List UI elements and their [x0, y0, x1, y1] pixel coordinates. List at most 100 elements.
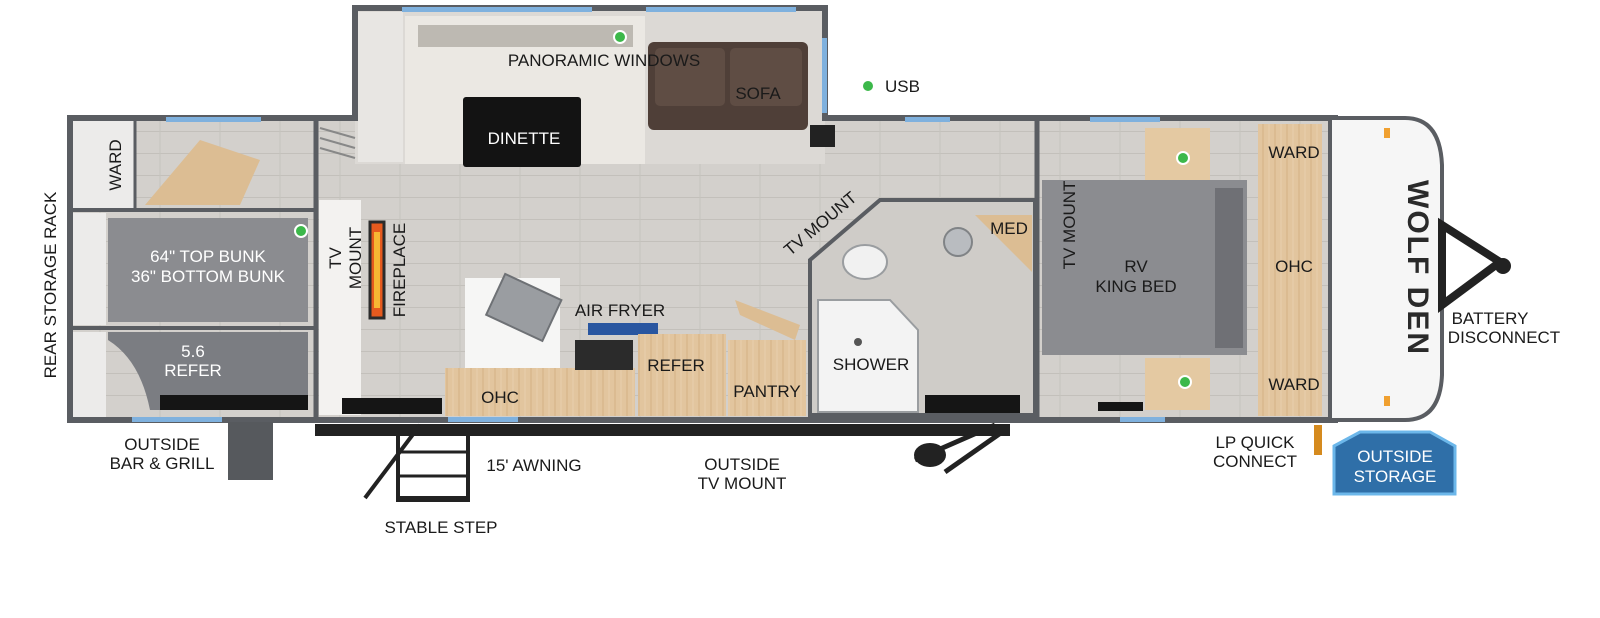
label-sofa: SOFA: [735, 84, 781, 103]
label-stable-step: STABLE STEP: [384, 518, 497, 537]
medicine-cabinet: [975, 215, 1032, 272]
window: [1120, 417, 1165, 422]
shower-pan: [817, 299, 919, 413]
stable-step: [363, 423, 470, 502]
label-outside-bar-2: BAR & GRILL: [110, 454, 215, 473]
label-refer-small-2: REFER: [164, 361, 222, 380]
slideout: [358, 7, 835, 167]
label-bed-2: KING BED: [1095, 277, 1176, 296]
label-refer-small-1: 5.6: [181, 342, 205, 361]
front-cap: WOLF DEN: [1328, 116, 1511, 422]
usb-dot: [1178, 375, 1192, 389]
kitchen: [342, 272, 806, 422]
outside-storage-badge: OUTSIDE STORAGE: [1332, 430, 1457, 496]
air-fryer: [588, 323, 658, 335]
rear-storage: [73, 213, 106, 325]
bed-headboard: [1215, 188, 1243, 348]
a-frame-hitch: [1438, 217, 1508, 313]
label-shower: SHOWER: [833, 355, 910, 374]
kitchen-sink: [484, 272, 563, 343]
label-awning: 15' AWNING: [486, 456, 581, 475]
label-tv-mount-rear-1: TV: [326, 246, 345, 268]
outside-tv-mount: [913, 422, 1007, 475]
usb-markers: USB: [294, 30, 1192, 389]
outside-storage-label-2: STORAGE: [1354, 467, 1437, 486]
label-ohc-bed: OHC: [1275, 257, 1313, 276]
window: [448, 417, 518, 422]
outdoor-kitchen-bay: [108, 332, 308, 410]
label-outside-tv-1: OUTSIDE: [704, 455, 780, 474]
toilet: [842, 244, 888, 280]
rear-wardrobe: [73, 121, 135, 209]
rear-storage-lower: [73, 332, 106, 417]
front-cap-shell: [1328, 116, 1444, 422]
king-bed: [1042, 180, 1247, 355]
usb-dot: [294, 224, 308, 238]
label-tv-mount-rear-2: MOUNT: [346, 227, 365, 289]
nightstand-bottom: [1145, 358, 1210, 410]
fireplace-wall: [319, 127, 386, 415]
label-lp-1: LP QUICK: [1215, 433, 1295, 452]
bedroom-step: [1098, 402, 1143, 411]
label-outside-bar-1: OUTSIDE: [124, 435, 200, 454]
sofa-cushion-right: [730, 48, 802, 106]
label-ohc-kitchen: OHC: [481, 388, 519, 407]
window: [822, 38, 827, 113]
label-outside-tv-2: TV MOUNT: [698, 474, 787, 493]
front-wardrobe-ohc: [1258, 124, 1322, 416]
tv-cabinet: [319, 200, 361, 415]
sofa-cushion-left: [655, 48, 725, 106]
label-battery-1: BATTERY: [1452, 309, 1529, 328]
label-bunk-bottom: 36" BOTTOM BUNK: [131, 267, 286, 286]
exterior: [228, 422, 1322, 502]
bunk-ladder: [145, 140, 260, 205]
hitch-coupler: [1495, 258, 1511, 274]
entry-vents: [319, 127, 356, 159]
label-rear-storage-rack: REAR STORAGE RACK: [41, 191, 60, 378]
slideout-end-cabinet: [358, 12, 403, 162]
window: [1090, 117, 1160, 122]
stove: [575, 340, 633, 370]
label-med: MED: [990, 219, 1028, 238]
label-refer: REFER: [647, 356, 705, 375]
label-battery-2: DISCONNECT: [1448, 328, 1560, 347]
usb-dot: [613, 30, 627, 44]
bedroom: [1034, 117, 1322, 422]
window: [402, 7, 592, 12]
label-ward-top: WARD: [1268, 143, 1319, 162]
label-dinette: DINETTE: [488, 129, 561, 148]
outdoor-grill: [160, 395, 308, 410]
couch-base: [342, 398, 442, 414]
label-bed-1: RV: [1124, 257, 1148, 276]
dinette-backrest: [418, 25, 633, 47]
label-bunk-top: 64" TOP BUNK: [150, 247, 266, 266]
label-panoramic-windows: PANORAMIC WINDOWS: [508, 51, 700, 70]
label-ward-bottom: WARD: [1268, 375, 1319, 394]
usb-legend-label: USB: [885, 77, 920, 96]
window: [905, 117, 950, 122]
bunk-room: [70, 117, 319, 422]
window: [132, 417, 222, 422]
pantry-door: [735, 300, 800, 340]
outside-storage-label-1: OUTSIDE: [1357, 447, 1433, 466]
label-fireplace: FIREPLACE: [390, 223, 409, 317]
slide-corner-post: [810, 125, 835, 147]
outside-bar-grill: [228, 422, 273, 480]
label-air-fryer: AIR FRYER: [575, 301, 665, 320]
label-pantry: PANTRY: [733, 382, 800, 401]
refrigerator: [638, 334, 726, 416]
label-ward-rear: WARD: [106, 139, 125, 190]
label-lp-2: CONNECT: [1213, 452, 1297, 471]
window: [166, 117, 261, 122]
brand-logo: WOLF DEN: [1401, 180, 1434, 356]
bathroom-sink: [943, 227, 973, 257]
shower-drain: [854, 338, 862, 346]
window: [646, 7, 796, 12]
kitchen-counter: [445, 368, 635, 416]
bath-counter: [925, 395, 1020, 413]
bunk-mattress: [108, 218, 308, 322]
label-tv-mount-bed: TV MOUNT: [1060, 181, 1079, 270]
usb-legend-dot: [861, 79, 875, 93]
dinette-table: [463, 97, 581, 167]
